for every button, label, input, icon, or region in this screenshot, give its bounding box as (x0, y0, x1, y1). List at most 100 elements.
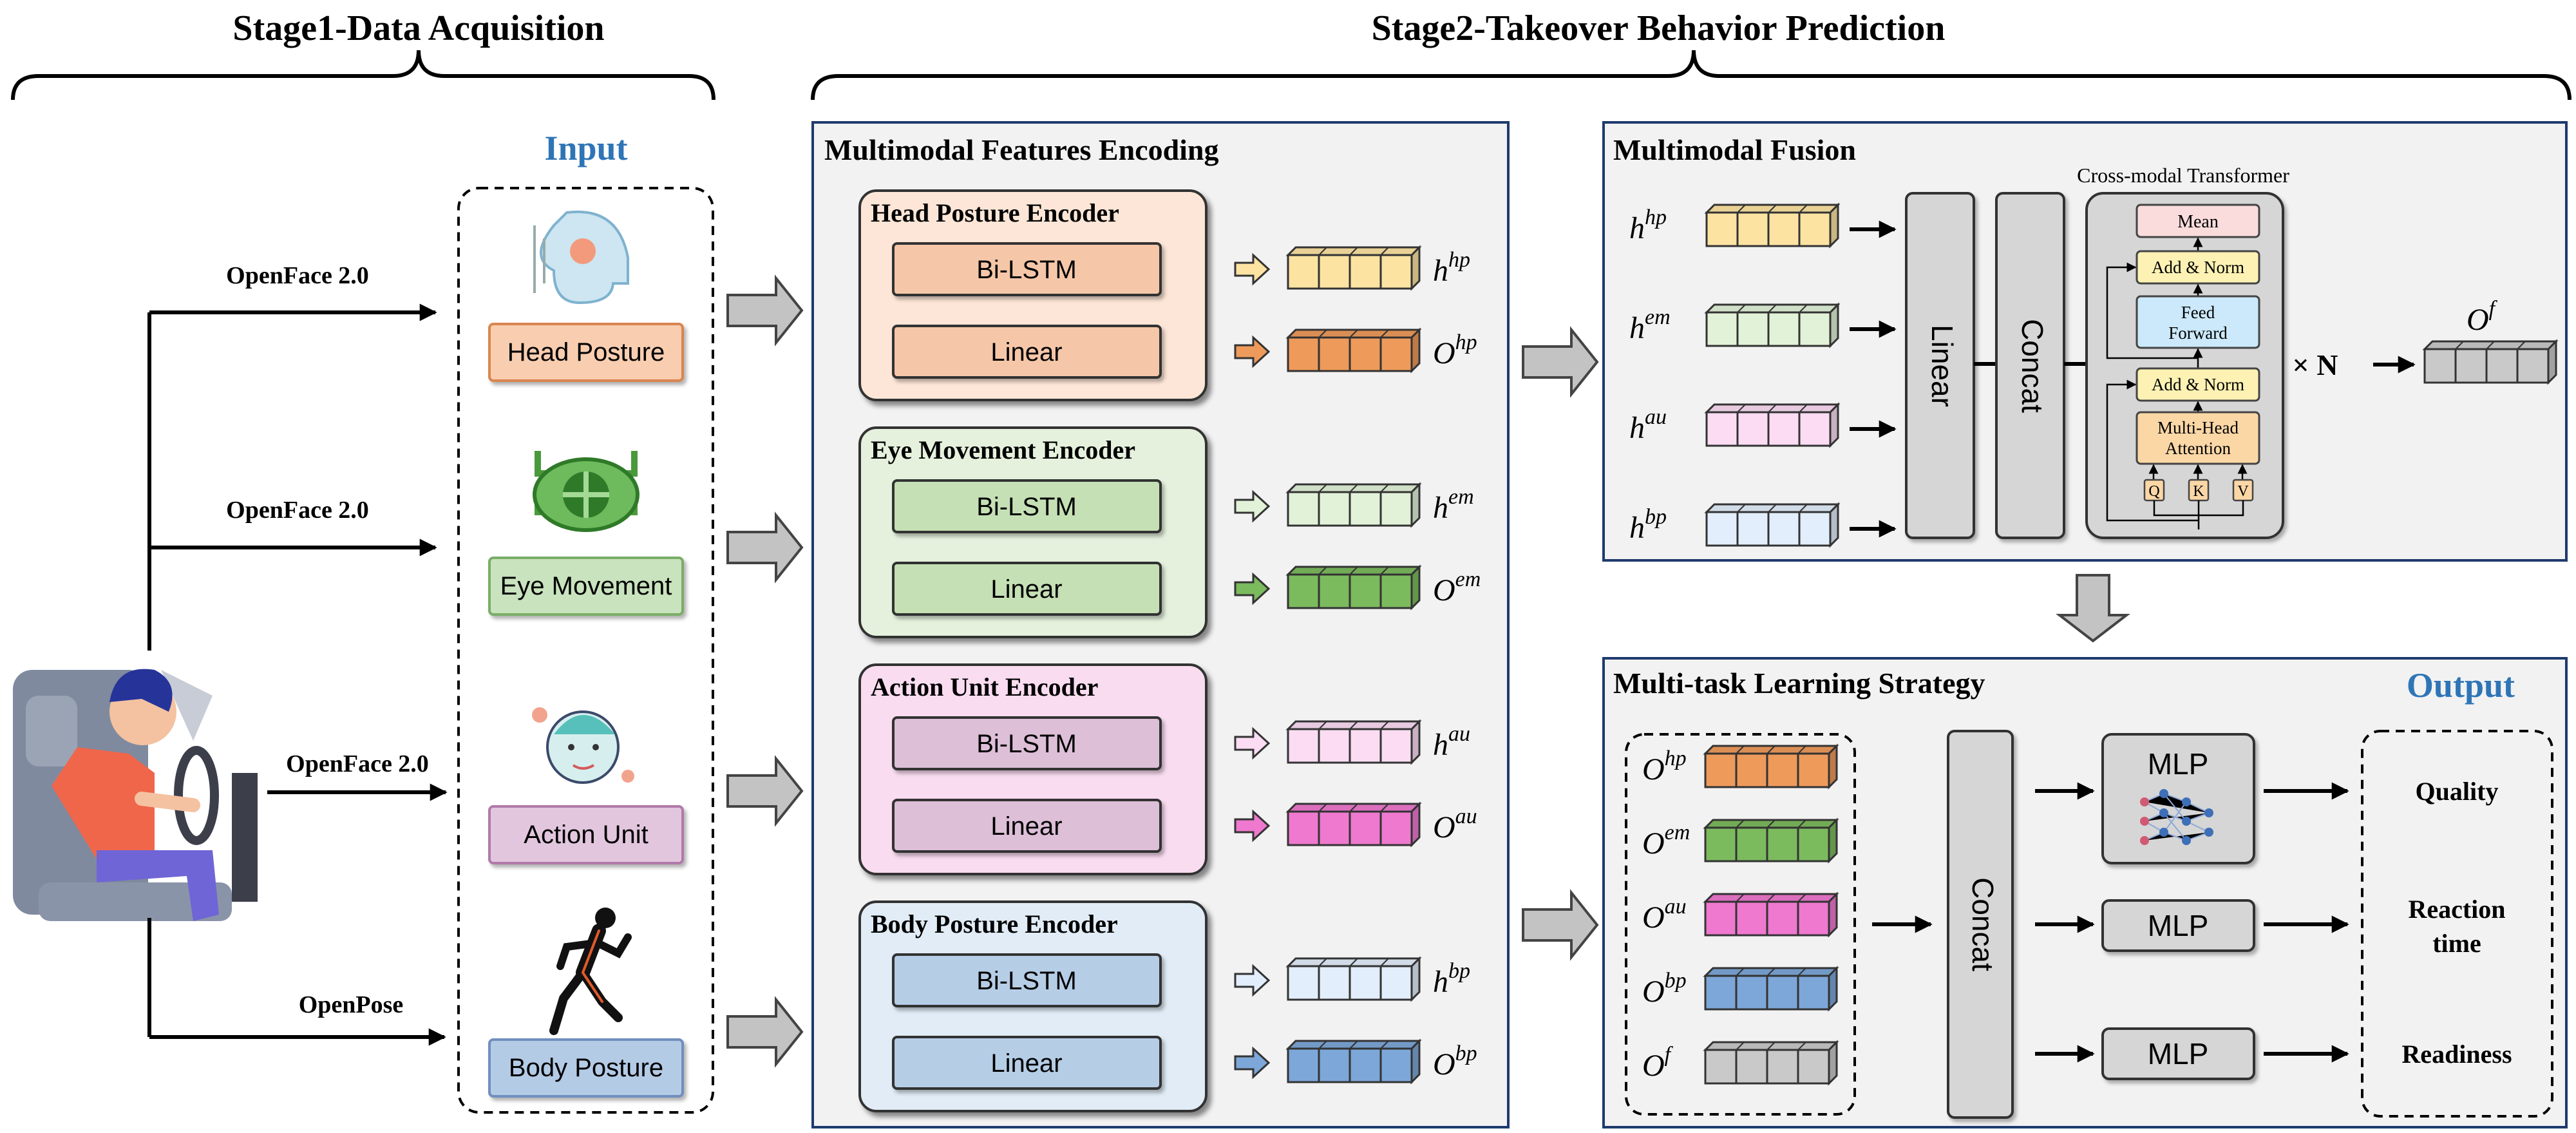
encoder-title: Head Posture Encoder (871, 198, 1119, 227)
mt-input-vector (1703, 891, 1839, 938)
stage2-title: Stage2-Takeover Behavior Prediction (1372, 8, 1946, 48)
fusion-input-label-base: h (1629, 511, 1645, 545)
mt-input-label: Ohp (1642, 747, 1687, 786)
q-label: Q (2148, 483, 2159, 500)
block-arrow-to-fusion (1522, 326, 1599, 398)
block-arrow-body (726, 996, 804, 1068)
stage2-brace (811, 50, 2571, 100)
driver-in-seat-icon (13, 669, 258, 921)
block-arrow-to-multitask (1522, 889, 1599, 961)
stage1-title: Stage1-Data Acquisition (232, 8, 604, 48)
neural-network-icon (2140, 789, 2213, 845)
transformer-title: Cross-modal Transformer (2077, 164, 2289, 187)
fusion-input-label: hbp (1629, 505, 1667, 545)
h-label-sup: au (1448, 722, 1470, 746)
h-label-base: h (1433, 491, 1448, 525)
o-vector (1285, 801, 1422, 848)
bilstm-box (892, 953, 1162, 1007)
mt-input-em: Oem (1642, 817, 1839, 864)
o-label-base: O (1433, 1047, 1455, 1081)
mt-input-label: Obp (1642, 969, 1687, 1009)
fusion-input-hp: hhp (1629, 202, 1897, 249)
mean-label: Mean (2177, 212, 2219, 232)
h-label: hau (1433, 722, 1470, 762)
encoding-title: Multimodal Features Encoding (824, 133, 1219, 166)
input-eye-movement: Eye Movement (488, 557, 684, 616)
bilstm-box (892, 479, 1162, 533)
h-label-base: h (1433, 728, 1448, 762)
bilstm-box (892, 242, 1162, 296)
stage1-connectors (147, 303, 448, 1046)
fusion-input-label-base: h (1629, 211, 1645, 245)
feed-forward-label-2: Forward (2168, 323, 2228, 343)
input-body-posture: Body Posture (488, 1038, 684, 1098)
fusion-input-label-base: h (1629, 311, 1645, 345)
mt-input-label-base: O (1642, 826, 1665, 861)
o-label: Obp (1433, 1042, 1477, 1081)
fusion-input-label: hhp (1629, 205, 1667, 245)
mha-label-2: Attention (2165, 439, 2231, 458)
o-vector (1285, 564, 1422, 611)
encoder-title: Body Posture Encoder (871, 909, 1118, 938)
o-label: Oem (1433, 567, 1481, 607)
transformer-internals: Mean Add & Norm Feed Forward Add & Norm … (2106, 204, 2260, 529)
h-arrow (1234, 490, 1271, 523)
fusion-input-label-sup: em (1645, 305, 1671, 329)
mt-input-au: Oau (1642, 891, 1839, 938)
tool-label-body: OpenPose (299, 991, 404, 1018)
block-arrow-head (726, 274, 804, 347)
output-group (2361, 730, 2553, 1118)
fusion-input-bp: hbp (1629, 502, 1897, 548)
multitask-input-group (1625, 733, 1856, 1116)
h-label-base: h (1433, 965, 1448, 999)
fusion-input-label-base: h (1629, 411, 1645, 445)
o-label-sup: hp (1455, 330, 1477, 354)
mt-input-vector (1703, 817, 1839, 864)
stage-arrows (726, 274, 2130, 1068)
mt-concat-label: Concat (1966, 877, 2000, 971)
mlp-reaction-label: MLP (2148, 909, 2209, 942)
output-readiness: Readiness (2401, 1040, 2512, 1069)
input-head-posture: Head Posture (488, 323, 684, 382)
h-label-sup: bp (1448, 959, 1470, 983)
mlp-branches: MLP MLP MLP (2035, 733, 2349, 1080)
output-reaction-line2: time (2432, 929, 2481, 958)
multitask-title: Multi-task Learning Strategy (1613, 667, 1985, 700)
linear-box (892, 325, 1162, 379)
mt-input-label-sup: au (1665, 895, 1687, 919)
fusion-input-label-sup: hp (1645, 205, 1667, 229)
mt-input-label-base: O (1642, 1049, 1665, 1083)
linear-box (892, 799, 1162, 853)
linear-label: Linear (990, 1049, 1062, 1078)
o-label-sup: au (1455, 805, 1477, 828)
mt-input-label: Oau (1642, 895, 1687, 935)
bilstm-label: Bi-LSTM (976, 493, 1077, 521)
block-arrow-au (726, 755, 804, 827)
fusion-input-au: hau (1629, 402, 1897, 448)
linear-box (892, 1036, 1162, 1090)
encoder-title: Eye Movement Encoder (871, 435, 1135, 464)
mt-input-label-base: O (1642, 975, 1665, 1009)
o-label: Ohp (1433, 330, 1477, 370)
fusion-input-vector (1704, 302, 1841, 348)
o-label-base: O (1433, 336, 1455, 370)
output-quality: Quality (2416, 777, 2499, 806)
h-label: hem (1433, 485, 1474, 525)
bilstm-box (892, 716, 1162, 770)
action-unit-face-icon (532, 707, 634, 784)
encoder-title: Action Unit Encoder (871, 672, 1098, 701)
add-norm-bottom-label: Add & Norm (2152, 375, 2244, 394)
h-arrow (1234, 964, 1271, 997)
mlp-reaction-box (2101, 899, 2255, 952)
fusion-input-label: hem (1629, 305, 1671, 345)
input-label-au: Action Unit (524, 821, 648, 849)
h-label-sup: hp (1448, 248, 1470, 272)
mt-input-vector (1703, 1040, 1839, 1086)
input-label-head: Head Posture (507, 338, 665, 367)
fusion-input-vector (1704, 502, 1841, 548)
add-norm-top-box (2136, 250, 2260, 285)
